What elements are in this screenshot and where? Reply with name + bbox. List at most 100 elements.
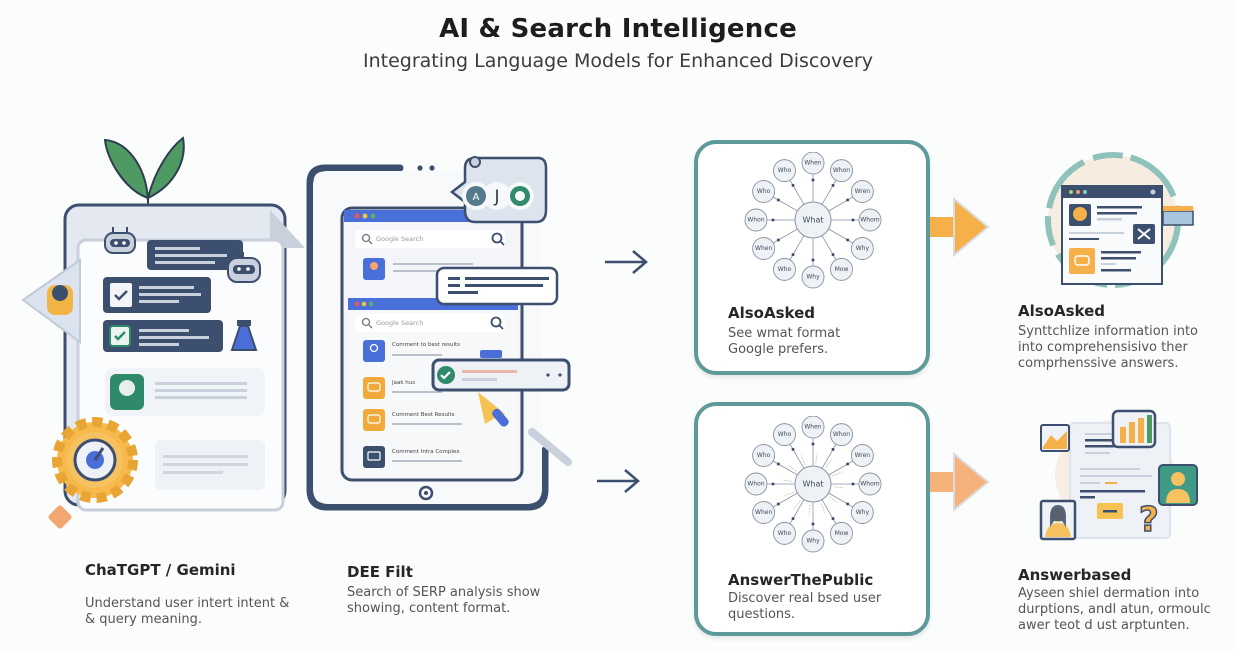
wheel-node bbox=[773, 257, 796, 281]
question-mark-icon: ? bbox=[1139, 500, 1159, 540]
wheel-node-label: Whon bbox=[833, 431, 850, 438]
svg-text:Jaak hus: Jaak hus bbox=[391, 380, 415, 386]
wheel-spoke bbox=[772, 492, 798, 508]
wheel-dot bbox=[776, 502, 780, 506]
wheel-center bbox=[794, 465, 832, 503]
serp-tablet-illustration: Google Search Google Search Comment to b… bbox=[300, 150, 590, 520]
leaf-icon bbox=[103, 136, 185, 205]
wheel-node bbox=[801, 265, 825, 289]
wheel-dot bbox=[831, 447, 835, 451]
step-title-answerbased: Answerbased bbox=[1018, 566, 1132, 584]
step-desc-synthesize: Synttchlize information into into compre… bbox=[1018, 324, 1199, 371]
wheel-decoration bbox=[829, 496, 838, 504]
wheel-decoration bbox=[832, 471, 842, 477]
wheel-dot bbox=[831, 517, 835, 521]
answer-document-illustration: ? bbox=[1035, 405, 1205, 550]
wheel-spoke bbox=[772, 228, 798, 244]
wheel-spoke bbox=[821, 235, 837, 261]
wheel-center bbox=[794, 201, 832, 239]
wheel-node-label: Who bbox=[757, 188, 771, 195]
wheel-dot bbox=[831, 183, 835, 187]
wheel-decoration bbox=[788, 464, 797, 472]
search-icon bbox=[491, 232, 505, 246]
wheel-node-label: Whon bbox=[747, 217, 764, 224]
search-icon bbox=[361, 317, 373, 329]
wheel-dot bbox=[791, 253, 795, 257]
wheel-decoration bbox=[808, 504, 811, 515]
wheel-node-label: Wren bbox=[855, 452, 871, 459]
wheel-node bbox=[850, 237, 874, 260]
wheel-node-label: Why bbox=[856, 245, 870, 252]
wheel-dot bbox=[791, 517, 795, 521]
wheel-node-label: Who bbox=[778, 266, 792, 273]
chat-assistant-illustration bbox=[15, 130, 310, 530]
wheel-spoke bbox=[821, 499, 837, 525]
wheel-node bbox=[801, 416, 825, 439]
wheel-decoration bbox=[820, 503, 826, 513]
wheel-dot bbox=[811, 522, 815, 526]
wheel-center-label: What bbox=[802, 480, 823, 489]
wheel-node bbox=[850, 501, 874, 524]
wheel-spoke bbox=[789, 235, 805, 261]
wheel-dot bbox=[776, 238, 780, 242]
wheel-dot bbox=[846, 198, 850, 202]
wheel-spoke bbox=[789, 443, 805, 469]
wheel-dot bbox=[811, 178, 815, 182]
wheel-node bbox=[773, 423, 796, 447]
wheel-node-label: Whom bbox=[860, 217, 879, 224]
wheel-dot bbox=[791, 183, 795, 187]
serp-result: Comment Intra Complex bbox=[363, 446, 462, 468]
card-desc: Discover real bsed user questions. bbox=[728, 591, 882, 622]
serp-result: Comment Best Results bbox=[363, 409, 462, 431]
wheel-node bbox=[801, 529, 825, 553]
wheel-node bbox=[830, 521, 853, 545]
step-title-chatgpt: ChaTGPT / Gemini bbox=[85, 561, 236, 579]
page-title: AI & Search Intelligence bbox=[439, 14, 797, 44]
wheel-dot bbox=[846, 502, 850, 506]
step-desc-answerbased: Ayseen shiel dermation into durptions, a… bbox=[1018, 586, 1211, 633]
wheel-spoke bbox=[789, 499, 805, 525]
wheel-node-label: When bbox=[804, 160, 821, 167]
wheel-decoration bbox=[815, 453, 818, 464]
step-desc-chatgpt: Understand user intert intent & & query … bbox=[85, 596, 290, 627]
wheel-node-label: Who bbox=[778, 530, 792, 537]
wheel-dot bbox=[851, 482, 855, 486]
card-desc: See wmat format Google prefers. bbox=[728, 326, 841, 357]
robot-icon bbox=[104, 227, 136, 254]
wheel-node bbox=[773, 521, 796, 545]
wheel-node bbox=[773, 159, 796, 183]
wheel-dot bbox=[811, 442, 815, 446]
wheel-spoke bbox=[828, 492, 854, 508]
wheel-node-label: Mow bbox=[835, 530, 849, 537]
wheel-node bbox=[752, 237, 776, 260]
svg-text:Comment Best Results: Comment Best Results bbox=[392, 412, 455, 418]
serp-result: Comment to best results bbox=[363, 340, 502, 362]
wheel-node-label: Who bbox=[778, 167, 792, 174]
step-title-synthesize: AlsoAsked bbox=[1018, 302, 1106, 320]
browser-window-illustration bbox=[1035, 148, 1215, 298]
wheel-decoration bbox=[782, 479, 793, 482]
svg-text:A: A bbox=[473, 192, 480, 203]
wheel-node-label: Why bbox=[806, 538, 820, 545]
svg-text:Comment Intra Complex: Comment Intra Complex bbox=[392, 449, 460, 455]
gear-icon bbox=[52, 417, 138, 503]
wheel-decoration bbox=[825, 459, 833, 468]
wheel-node bbox=[830, 423, 853, 447]
wheel-node bbox=[752, 180, 776, 203]
wheel-spoke bbox=[828, 196, 854, 212]
wheel-node bbox=[858, 472, 882, 496]
wheel-dot bbox=[846, 238, 850, 242]
wheel-spoke bbox=[821, 443, 837, 469]
card-title: AlsoAsked bbox=[728, 304, 816, 322]
search-icon bbox=[361, 233, 373, 245]
search-icon bbox=[490, 316, 504, 330]
wheel-node bbox=[801, 152, 825, 175]
wheel-decoration bbox=[800, 455, 806, 465]
svg-text:Google Search: Google Search bbox=[376, 319, 423, 327]
flask-icon bbox=[230, 320, 258, 351]
step-title-serp: DEE Filt bbox=[347, 563, 413, 581]
wheel-node bbox=[744, 208, 768, 232]
wheel-node bbox=[744, 472, 768, 496]
wheel-node bbox=[850, 180, 874, 203]
